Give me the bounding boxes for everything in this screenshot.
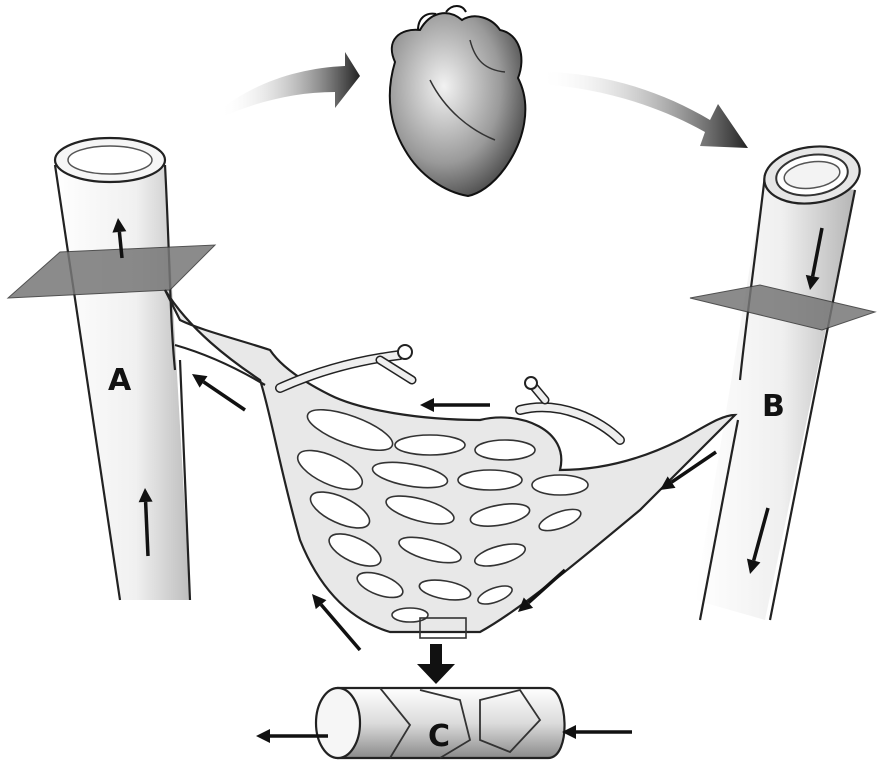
- label-c: C: [428, 719, 450, 754]
- capillary-bed: [165, 290, 735, 638]
- arrow-from-heart: [540, 72, 748, 148]
- magnify-arrow-icon: [417, 644, 455, 684]
- arrow-to-heart: [220, 52, 360, 118]
- flow-arrow-icon: [562, 725, 632, 739]
- label-b: B: [762, 389, 785, 424]
- label-a: A: [108, 363, 132, 398]
- cross-section-plane-a: [8, 245, 215, 298]
- flow-arrow-icon: [192, 374, 245, 410]
- heart-icon: [390, 6, 526, 196]
- flow-arrow-icon: [420, 398, 490, 412]
- vessel-b: [690, 141, 875, 620]
